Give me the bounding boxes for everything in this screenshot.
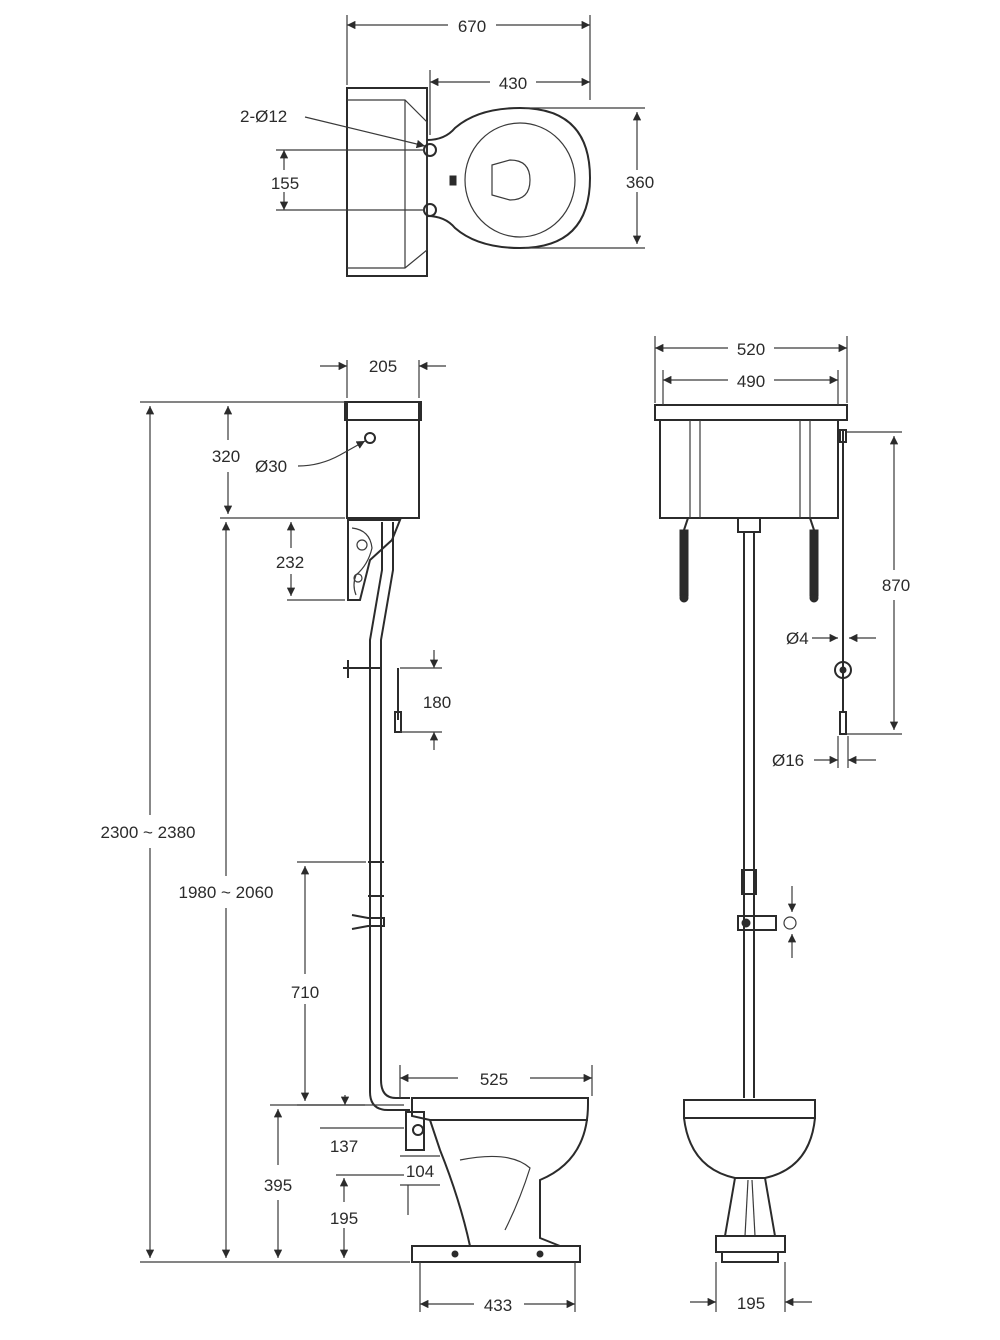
plan-view: 670 430 360 155 2-Ø12 [240, 14, 662, 277]
dim-front-base-width: 195 [737, 1294, 765, 1313]
front-flush-pipe [737, 532, 797, 1098]
dim-outlet-diameter: 104 [406, 1162, 434, 1181]
dim-chain-length: 870 [882, 576, 910, 595]
dim-lid-width: 520 [737, 340, 765, 359]
front-lever-right [809, 517, 819, 603]
front-view: 520 490 870 Ø4 Ø16 195 [654, 336, 910, 1313]
plan-cistern [346, 87, 428, 277]
dim-bowl-depth: 360 [626, 173, 654, 192]
dim-base-length: 433 [484, 1296, 512, 1315]
dim-total-height: 2300 ~ 2380 [100, 823, 195, 842]
label-chain-diameter: Ø4 [786, 629, 809, 648]
dim-cistern-height: 320 [212, 447, 240, 466]
dim-bowl-width: 430 [499, 74, 527, 93]
side-bracket [347, 519, 402, 601]
dim-hole-spacing: 155 [271, 174, 299, 193]
side-view: 205 320 Ø30 232 180 2300 ~ 2380 1980 ~ 2… [100, 357, 593, 1315]
label-flush-hole: Ø30 [255, 457, 287, 476]
dim-cistern-depth: 205 [369, 357, 397, 376]
side-cistern [344, 401, 422, 519]
dim-cistern-base-height: 1980 ~ 2060 [178, 883, 273, 902]
dim-bracket-height: 232 [276, 553, 304, 572]
dim-valve-drop: 180 [423, 693, 451, 712]
label-handle-diameter: Ø16 [772, 751, 804, 770]
dim-cistern-width: 490 [737, 372, 765, 391]
dim-overall-width: 670 [458, 17, 486, 36]
side-flush-pipe [351, 522, 410, 1111]
dim-outlet-offset: 137 [330, 1137, 358, 1156]
dim-pan-height: 395 [264, 1176, 292, 1195]
side-flush-handle [343, 660, 402, 733]
dim-clip-height: 710 [291, 983, 319, 1002]
side-pan [405, 1097, 589, 1263]
front-cistern [654, 404, 848, 533]
plan-pan [423, 106, 592, 250]
front-lever-left [679, 517, 689, 603]
dim-outlet-height: 195 [330, 1209, 358, 1228]
label-fixing-holes: 2-Ø12 [240, 107, 287, 126]
dim-pan-length: 525 [480, 1070, 508, 1089]
front-pan [683, 1099, 816, 1263]
front-pull-chain [834, 429, 852, 735]
